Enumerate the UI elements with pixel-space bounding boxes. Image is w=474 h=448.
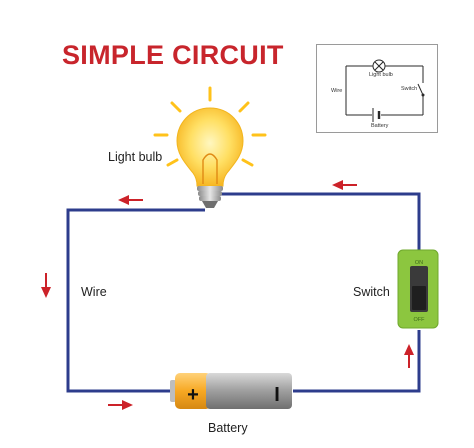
switch-icon: ON OFF [397,249,439,329]
battery-icon: + I [170,373,292,409]
schematic-wire-label: Wire [331,88,343,94]
switch-label: Switch [353,285,390,299]
arrow-icon [404,344,414,368]
arrow-icon [332,180,357,190]
schematic-lines [345,59,425,122]
diagram-title: SIMPLE CIRCUIT [62,40,284,70]
battery-label: Battery [208,421,248,435]
circuit-wire [66,192,421,393]
schematic-switch-label: Switch [401,86,418,92]
switch-off-label: OFF [414,317,426,323]
arrow-icon [108,400,133,410]
arrow-icon [118,195,143,205]
schematic-switch-symbol [417,83,425,97]
battery-minus-sign: I [274,384,280,406]
wire-label: Wire [81,285,107,299]
arrow-icon [41,273,51,298]
schematic-bulb-label: Light bulb [369,72,393,78]
switch-on-label: ON [415,260,423,266]
schematic-diagram: Light bulb Wire Switch Battery [316,44,438,133]
schematic-battery-label: Battery [371,123,389,129]
schematic-bulb-symbol [372,59,386,73]
light-bulb-icon [153,86,267,208]
schematic-battery-symbol [372,108,381,122]
battery-plus-sign: + [187,384,199,406]
light-bulb-label: Light bulb [108,150,163,164]
